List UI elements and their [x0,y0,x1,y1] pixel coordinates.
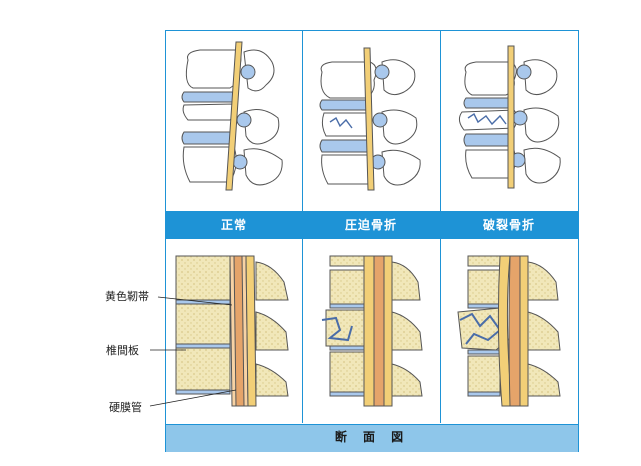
callout-ligamentum-flavum: 黄色靭帯 [105,290,149,303]
label-compression-fracture: 圧迫骨折 [344,218,397,232]
compression-lateral-view [319,47,421,191]
normal-section [175,255,289,407]
burst-lateral-view [458,45,561,189]
leader-ligamentum [157,296,233,306]
callout-dural-sac: 硬膜管 [109,401,142,414]
label-burst-fracture: 破裂骨折 [482,218,535,232]
footer-section-label: 断 面 図 [334,430,410,444]
leader-dural [149,389,237,407]
footer-band [166,424,578,452]
label-normal: 正常 [220,218,247,232]
compression-section [321,255,423,407]
callout-intervertebral-disc: 椎間板 [106,344,139,357]
normal-lateral-view [181,41,283,191]
burst-section [457,255,561,407]
panel-label-band [166,211,578,239]
